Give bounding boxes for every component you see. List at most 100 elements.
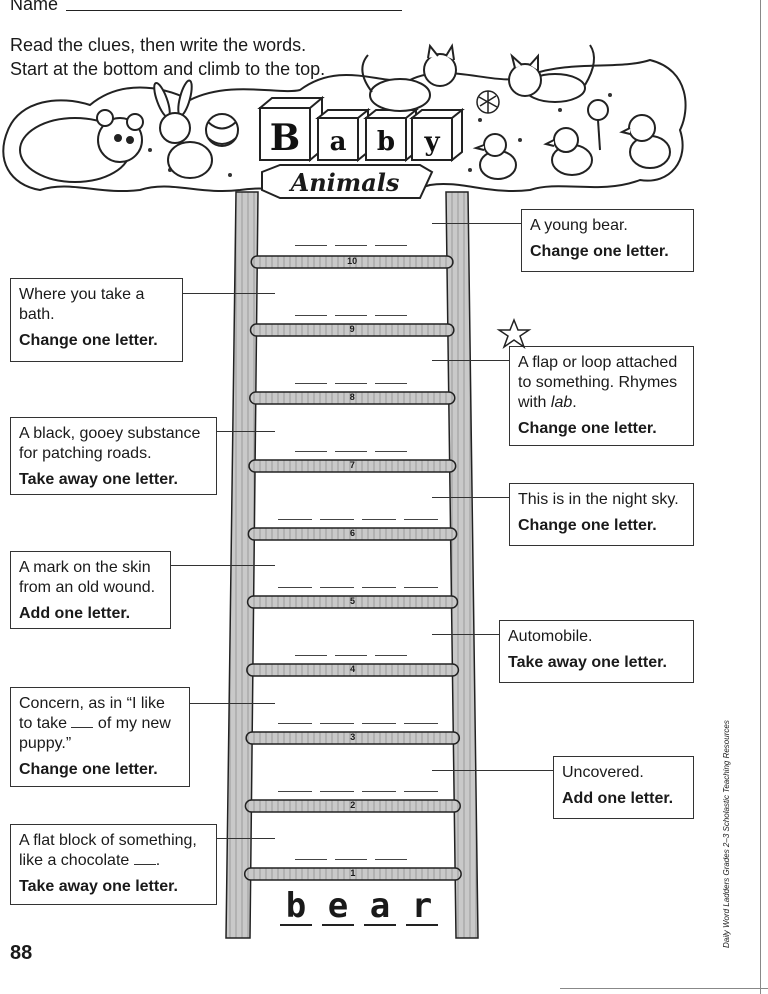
clue-box: A black, gooey substance for patching ro… (10, 417, 217, 495)
answer-blanks[interactable] (295, 859, 407, 860)
answer-blank[interactable] (375, 655, 407, 656)
answer-blank[interactable] (335, 655, 367, 656)
answer-blank[interactable] (404, 723, 438, 724)
answer-blank[interactable] (335, 315, 367, 316)
clue-connector (183, 293, 275, 294)
answer-blank[interactable] (404, 791, 438, 792)
answer-blank[interactable] (295, 245, 327, 246)
answer-blank[interactable] (320, 791, 354, 792)
answer-blanks[interactable] (295, 383, 407, 384)
clue-text: This is in the night sky. (518, 491, 679, 508)
rung-number: 2 (350, 800, 356, 810)
answer-blank[interactable] (320, 587, 354, 588)
answer-blank[interactable] (335, 859, 367, 860)
answer-blank[interactable] (362, 791, 396, 792)
clue-text: A young bear. (530, 217, 628, 234)
clue-connector (171, 565, 275, 566)
ladder-right-rail (445, 191, 479, 939)
start-word-letter: b (280, 888, 312, 926)
clue-text: A mark on the skin from an old wound. (19, 559, 156, 596)
clue-connector (432, 360, 509, 361)
clue-box: A mark on the skin from an old wound.Add… (10, 551, 171, 629)
chick-icon-2 (543, 127, 593, 176)
start-word-letter: r (406, 888, 438, 926)
rung-number: 8 (349, 392, 355, 402)
clue-box: A flat block of something, like a chocol… (10, 824, 217, 905)
answer-blanks[interactable] (295, 315, 407, 316)
chick-icon-3 (619, 114, 671, 169)
answer-blank[interactable] (320, 723, 354, 724)
answer-blank[interactable] (375, 859, 407, 860)
baby-animals-banner: B a b y (2, 43, 687, 199)
page-number: 88 (10, 942, 33, 964)
answer-blank[interactable] (375, 245, 407, 246)
answer-blank[interactable] (335, 383, 367, 384)
ball-icon (205, 113, 239, 147)
instruction-line-1: Read the clues, then write the words. (10, 35, 307, 55)
answer-blanks[interactable] (278, 791, 438, 792)
answer-blanks[interactable] (278, 519, 438, 520)
answer-blank[interactable] (278, 587, 312, 588)
clue-box: Concern, as in “I like to take of my new… (10, 687, 190, 787)
clue-connector (432, 497, 509, 498)
answer-blank[interactable] (375, 315, 407, 316)
rung-number: 10 (347, 256, 358, 266)
answer-blanks[interactable] (278, 723, 438, 724)
answer-blank[interactable] (295, 655, 327, 656)
bunny-icon (153, 79, 213, 179)
ladder-rung (247, 527, 458, 541)
ladder-rung (246, 595, 459, 609)
bottom-edge-rule (560, 988, 768, 989)
rung-number: 7 (349, 460, 355, 470)
letter-blocks (257, 95, 465, 163)
clue-box: Where you take a bath.Change one letter. (10, 278, 183, 362)
star-icon (496, 317, 532, 349)
answer-blanks[interactable] (295, 451, 407, 452)
credit-line: Daily Word Ladders Grades 2–3 Scholastic… (722, 720, 731, 948)
answer-blank[interactable] (404, 519, 438, 520)
ladder-rung (250, 255, 454, 269)
answer-blank[interactable] (362, 587, 396, 588)
clue-instruction: Change one letter. (518, 420, 657, 437)
clue-text: Automobile. (508, 628, 593, 645)
clue-connector (432, 770, 553, 771)
rung-number: 4 (350, 664, 356, 674)
answer-blanks[interactable] (278, 587, 438, 588)
cat-icon (508, 44, 595, 103)
answer-blank[interactable] (404, 587, 438, 588)
answer-blank[interactable] (295, 859, 327, 860)
clue-connector (432, 223, 521, 224)
answer-blank[interactable] (362, 519, 396, 520)
clue-connector (190, 703, 275, 704)
answer-blanks[interactable] (295, 245, 407, 246)
answer-blank[interactable] (335, 245, 367, 246)
answer-blank[interactable] (278, 791, 312, 792)
clue-box: A young bear.Change one letter. (521, 209, 694, 272)
answer-blank[interactable] (295, 315, 327, 316)
name-line[interactable] (66, 10, 402, 11)
answer-blank[interactable] (375, 451, 407, 452)
answer-blanks[interactable] (295, 655, 407, 656)
answer-blank[interactable] (278, 723, 312, 724)
answer-blank[interactable] (335, 451, 367, 452)
block-letter-2: a (330, 127, 347, 157)
title-subtitle: Animals (290, 168, 400, 197)
clue-text: A black, gooey substance for patching ro… (19, 425, 201, 462)
ladder-rung (249, 391, 456, 405)
answer-blank[interactable] (375, 383, 407, 384)
answer-blank[interactable] (295, 451, 327, 452)
answer-blank[interactable] (278, 519, 312, 520)
block-letter-1: B (270, 117, 300, 159)
clue-text: A flat block of something, like a chocol… (19, 832, 197, 869)
clue-instruction: Change one letter. (19, 761, 158, 778)
yarn-ball-icon (476, 90, 500, 114)
kitten-icon (361, 43, 457, 112)
answer-blank[interactable] (362, 723, 396, 724)
clue-instruction: Change one letter. (518, 517, 657, 534)
answer-blank[interactable] (320, 519, 354, 520)
clue-instruction: Change one letter. (19, 332, 158, 349)
clue-box: A flap or loop attached to something. Rh… (509, 346, 694, 446)
rung-number: 3 (350, 732, 356, 742)
answer-blank[interactable] (295, 383, 327, 384)
